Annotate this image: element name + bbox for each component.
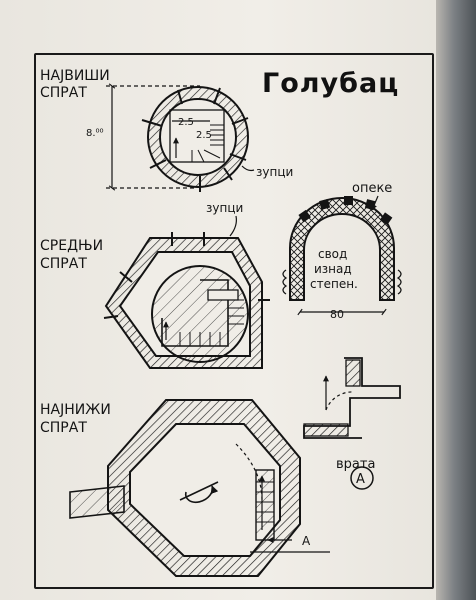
middle-note-leader	[229, 215, 237, 237]
bottom-wall-stair	[255, 469, 275, 541]
vault-brick-arch	[289, 197, 395, 301]
top-floor-label-1: НАЈВИШИ	[40, 68, 110, 84]
vault-bricks-note: опеке	[352, 181, 392, 196]
top-inner-dim-a: 2.5	[178, 117, 194, 128]
vault-text-2: изнад	[314, 262, 352, 276]
drawing-frame	[34, 53, 434, 589]
top-stair-box	[169, 109, 225, 163]
middle-battlements-note: зупци	[206, 201, 243, 215]
vault-span-dim: 80	[330, 308, 344, 321]
middle-floor-label-1: СРЕДЊИ	[40, 238, 103, 254]
vault-detail-group: опеке свод изнад степен. 80	[282, 181, 402, 321]
middle-stair-path	[161, 279, 229, 347]
vault-text-1: свод	[318, 247, 347, 261]
door-sill	[303, 423, 349, 437]
door-jamb-upper	[345, 359, 361, 387]
bottom-stair-treads	[256, 481, 274, 523]
middle-floor-group: СРЕДЊИ СПРАТ зупци	[40, 201, 270, 369]
top-stair-treads	[191, 124, 224, 163]
top-floor-group: НАЈВИШИ СПРАТ 8.⁰⁰ 2.5	[40, 68, 293, 192]
door-marker: А	[356, 472, 365, 487]
bottom-inner-wall	[129, 423, 281, 557]
drawing-title: Голубац	[262, 68, 399, 99]
book-spine-shadow	[436, 0, 476, 600]
bottom-section-marker: А	[302, 534, 311, 548]
bottom-floor-label-1: НАЈНИЖИ	[40, 402, 111, 418]
top-battlements-note: зупци	[256, 165, 293, 179]
vault-text-3: степен.	[310, 277, 358, 291]
door-detail-group: врата А	[303, 357, 401, 490]
vault-voussoirs	[298, 196, 393, 225]
top-note-leader	[241, 165, 255, 172]
top-floor-label-2: СПРАТ	[40, 85, 87, 101]
middle-stair-landing	[207, 289, 239, 301]
bottom-rotation-symbol	[179, 481, 219, 504]
door-marker-circle	[350, 466, 374, 490]
middle-battlements	[103, 232, 270, 319]
top-inner-dim-b: 2.5	[196, 130, 212, 141]
bottom-interior-curve	[235, 443, 263, 501]
middle-floor-label-2: СПРАТ	[40, 256, 87, 272]
top-battlements	[141, 87, 249, 192]
bottom-floor-label-2: СПРАТ	[40, 420, 87, 436]
bottom-floor-group: НАЈНИЖИ СПРАТ А	[40, 399, 330, 577]
door-swing-arc	[325, 391, 355, 411]
vault-jambs	[282, 269, 402, 295]
middle-stair-treads	[179, 299, 244, 346]
top-height-dim: 8.⁰⁰	[86, 128, 104, 139]
